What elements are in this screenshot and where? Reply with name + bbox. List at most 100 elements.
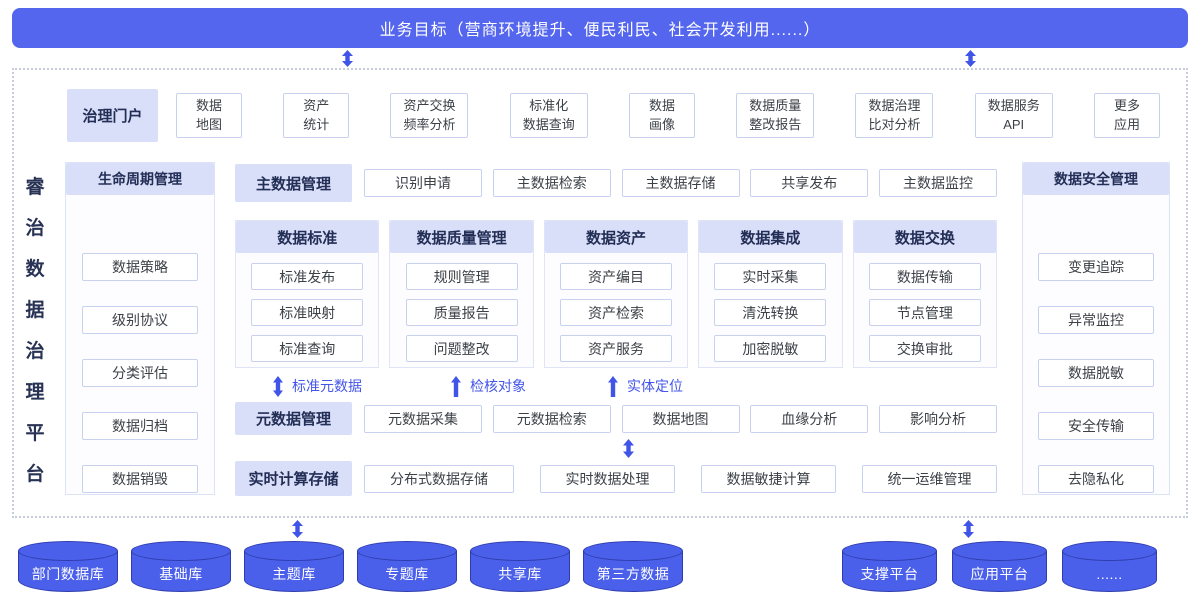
platform-title-char: 平 (25, 423, 45, 444)
cylinder-top (18, 541, 118, 561)
datasource-row-left: 部门数据库 基础库 主题库 专题库 共享库 第三方数据 (18, 541, 683, 592)
database-cylinder: 主题库 (244, 541, 344, 592)
cylinder-top (842, 541, 937, 561)
flow-label: 检核对象 (470, 378, 526, 394)
column-items: 数据传输 节点管理 交换审批 (868, 263, 981, 362)
platform-title-char: 理 (25, 382, 45, 403)
metadata-item: 元数据采集 (364, 405, 482, 433)
portal-item: 更多 应用 (1093, 93, 1160, 138)
up-arrow-icon (608, 375, 618, 397)
master-data-item: 主数据监控 (879, 169, 997, 197)
up-down-arrow-icon (965, 50, 976, 67)
master-data-item: 主数据检索 (492, 169, 611, 197)
up-down-arrow-icon (273, 375, 283, 397)
platform-title-char: 治 (25, 341, 45, 362)
security-item: 数据脱敏 (1038, 359, 1154, 387)
database-label: ...... (1096, 566, 1123, 582)
column-item: 资产服务 (560, 335, 673, 362)
column-items: 标准发布 标准映射 标准查询 (251, 263, 364, 362)
flow-label: 标准元数据 (292, 378, 362, 394)
portal-item: 数据质量 整改报告 (736, 93, 815, 138)
column-items: 资产编目 资产检索 资产服务 (560, 263, 673, 362)
database-label: 部门数据库 (31, 566, 105, 582)
flow-standard-metadata: 标准元数据 (272, 374, 362, 398)
lifecycle-column: 生命周期管理 数据策略 级别协议 分类评估 数据归档 数据销毁 (65, 162, 215, 495)
column-item: 实时采集 (714, 263, 827, 290)
platform-title-char: 治 (25, 218, 45, 239)
security-item: 安全传输 (1038, 412, 1154, 440)
security-item: 变更追踪 (1038, 253, 1154, 281)
database-cylinder: 部门数据库 (18, 541, 118, 592)
column-header: 数据质量管理 (390, 221, 533, 253)
master-data-items: 识别申请 主数据检索 主数据存储 共享发布 主数据监控 (364, 169, 997, 197)
portal-items-row: 数据 地图 资产 统计 资产交换 频率分析 标准化 数据查询 数据 画像 数据质… (176, 93, 1160, 138)
lifecycle-item: 级别协议 (82, 306, 198, 334)
platform-title-char: 据 (25, 300, 45, 321)
column-header: 数据标准 (236, 221, 379, 253)
realtime-header: 实时计算存储 (235, 461, 352, 496)
column-item: 问题整改 (405, 335, 518, 362)
metadata-item: 影响分析 (879, 405, 997, 433)
metadata-item: 元数据检索 (492, 405, 611, 433)
column-item: 规则管理 (405, 263, 518, 290)
lifecycle-header: 生命周期管理 (66, 163, 214, 195)
realtime-item: 数据敏捷计算 (701, 465, 836, 493)
database-cylinder: 应用平台 (952, 541, 1047, 592)
column-item: 资产检索 (560, 299, 673, 326)
lifecycle-item: 分类评估 (82, 359, 198, 387)
lifecycle-item: 数据策略 (82, 253, 198, 281)
database-cylinder: 基础库 (131, 541, 231, 592)
column-item: 节点管理 (868, 299, 981, 326)
security-column: 数据安全管理 变更追踪 异常监控 数据脱敏 安全传输 去隐私化 (1022, 162, 1170, 495)
portal-item: 资产交换 频率分析 (390, 93, 469, 138)
realtime-item: 统一运维管理 (862, 465, 997, 493)
cylinder-top (244, 541, 344, 561)
datasource-row-right: 支撑平台 应用平台 ...... (842, 541, 1157, 592)
column-items: 实时采集 清洗转换 加密脱敏 (714, 263, 827, 362)
cylinder-top (1062, 541, 1157, 561)
master-data-item: 主数据存储 (621, 169, 740, 197)
lifecycle-item: 数据销毁 (82, 465, 198, 493)
database-cylinder: 共享库 (470, 541, 570, 592)
cylinder-top (357, 541, 457, 561)
master-data-item: 识别申请 (364, 169, 482, 197)
cylinder-top (952, 541, 1047, 561)
portal-item: 数据 地图 (176, 93, 242, 138)
module-columns: 数据标准 标准发布 标准映射 标准查询 数据质量管理 规则管理 质量报告 问题整… (235, 220, 998, 368)
portal-item: 数据治理 比对分析 (855, 93, 934, 138)
lifecycle-items: 数据策略 级别协议 分类评估 数据归档 数据销毁 (82, 253, 198, 493)
metadata-item: 血缘分析 (750, 405, 869, 433)
database-label: 共享库 (498, 566, 542, 582)
column-header: 数据交换 (853, 221, 997, 253)
business-goal-banner: 业务目标（营商环境提升、便民利民、社会开发利用......） (12, 8, 1188, 48)
column-item: 标准映射 (251, 299, 364, 326)
master-data-item: 共享发布 (750, 169, 869, 197)
column-item: 交换审批 (868, 335, 981, 362)
column-items: 规则管理 质量报告 问题整改 (405, 263, 518, 362)
database-cylinder: ...... (1062, 541, 1157, 592)
lifecycle-item: 数据归档 (82, 412, 198, 440)
portal-item: 数据 画像 (628, 93, 695, 138)
up-arrow-icon (451, 375, 461, 397)
platform-title-char: 数 (25, 259, 45, 280)
column-item: 资产编目 (560, 263, 673, 290)
data-standard-column: 数据标准 标准发布 标准映射 标准查询 (235, 220, 380, 368)
security-item: 去隐私化 (1038, 465, 1154, 493)
up-down-arrow-icon (342, 50, 353, 67)
up-down-arrow-icon (963, 520, 974, 538)
security-item: 异常监控 (1038, 306, 1154, 334)
up-down-arrow-icon (623, 439, 634, 458)
security-items: 变更追踪 异常监控 数据脱敏 安全传输 去隐私化 (1038, 253, 1154, 493)
realtime-item: 分布式数据存储 (364, 465, 514, 493)
data-quality-column: 数据质量管理 规则管理 质量报告 问题整改 (389, 220, 534, 368)
flow-label: 实体定位 (627, 378, 683, 394)
cylinder-top (131, 541, 231, 561)
platform-title: 睿 治 数 据 治 理 平 台 (20, 172, 50, 486)
platform-title-char: 台 (25, 464, 45, 485)
database-label: 支撑平台 (860, 566, 919, 582)
flow-check-object: 检核对象 (450, 374, 526, 398)
platform-title-char: 睿 (25, 177, 45, 198)
metadata-item: 数据地图 (621, 405, 740, 433)
database-label: 第三方数据 (596, 566, 670, 582)
database-cylinder: 第三方数据 (583, 541, 683, 592)
